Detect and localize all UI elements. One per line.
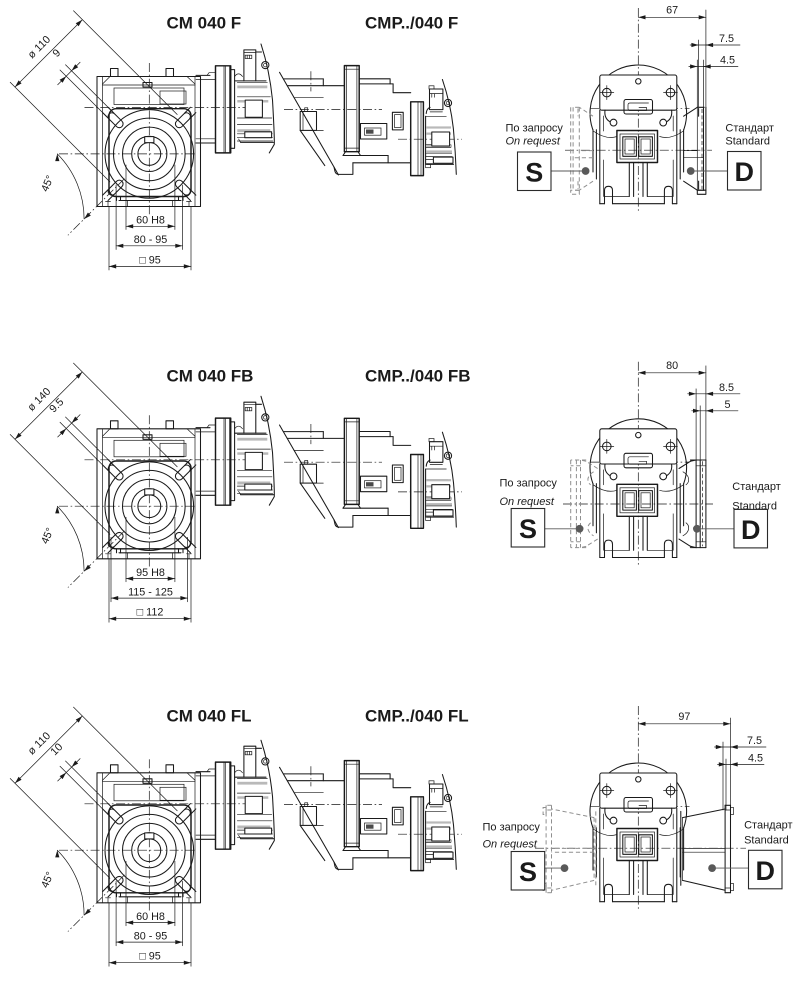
rear-dim-pilot: 5 [724,399,730,411]
front-dim-angle: 45° [39,174,56,194]
row-fl: CM 040 FL CMP../040 FL 60 H8 80 - 95 □ 95 ø 1… [9,706,793,967]
front-dim-bolt-circle: ø 110 [26,34,53,61]
front-dim-bore: 60 H8 [136,215,165,227]
standard-flange-drawing [683,106,707,195]
request-label-en: On request [506,136,561,148]
request-flange-drawing [570,459,598,549]
row-fb: CM 040 FB CMP../040 FB 95 H8 115 - 125 □ 112… [9,360,781,623]
row-f: CM 040 F CMP../040 F 60 H8 80 - 95 □ 95 ø 110… [9,5,774,271]
front-dim-square: □ 95 [139,254,161,266]
request-label-en: On request [483,839,538,851]
request-label-en: On request [500,496,555,508]
standard-label-en: Standard [744,834,789,846]
standard-label-en: Standard [732,500,777,512]
rear-dim-offset: 80 [666,360,678,372]
front-dim-angle: 45° [39,526,56,546]
cmp-title: CMP../040 FL [365,707,469,726]
front-dim-bolt-circle: ø 110 [26,730,53,757]
front-dim-slot-width: 10 [48,741,65,758]
rear-dim-pilot: 4.5 [748,753,763,765]
standard-label-ru: Стандарт [744,820,793,832]
front-dim-range: 80 - 95 [134,234,168,246]
front-dim-range: 80 - 95 [134,930,168,942]
front-dim-square: □ 112 [137,607,164,619]
rear-dim-thickness: 7.5 [719,33,734,45]
brand-logo-icon [623,796,654,813]
brand-logo-icon [623,452,654,469]
cmp-side-view [278,759,462,872]
request-code: S [519,857,537,887]
cm-title: CM 040 F [167,14,242,33]
request-code: S [525,158,543,188]
standard-code: D [735,157,755,187]
front-dim-square: □ 95 [139,951,161,963]
request-label-ru: По запросу [506,123,564,135]
cmp-title: CMP../040 FB [365,367,471,386]
standard-flange-drawing [678,459,707,549]
cmp-side-view [278,417,462,530]
front-dim-slot-width: 9 [51,47,64,60]
request-flange-drawing [542,804,597,894]
cm-side-stub [195,43,275,154]
rear-dim-thickness: 7.5 [747,735,762,747]
cm-title: CM 040 FL [167,707,252,726]
front-dim-bore: 95 H8 [136,567,165,579]
request-code: S [519,514,537,544]
cm-side-stub [195,395,275,506]
standard-label-en: Standard [725,136,770,148]
rear-dim-offset: 97 [678,711,690,723]
rear-dim-offset: 67 [666,5,678,17]
front-dim-range: 115 - 125 [128,586,173,598]
standard-code: D [741,515,761,545]
standard-label-ru: Стандарт [732,481,781,493]
request-label-ru: По запросу [500,478,558,490]
rear-dim-thickness: 8.5 [719,382,734,394]
cm-title: CM 040 FB [167,367,254,386]
standard-flange-drawing [680,804,734,894]
cmp-side-view [278,64,462,177]
front-dim-slot-width: 9.5 [47,396,66,415]
standard-code: D [756,856,776,886]
request-flange-drawing [570,106,594,195]
brand-logo-icon [623,98,654,115]
cm-side-stub [195,739,275,850]
front-dim-bore: 60 H8 [136,911,165,923]
request-label-ru: По запросу [483,821,541,833]
front-dim-angle: 45° [39,870,56,890]
rear-dim-pilot: 4.5 [720,55,735,67]
standard-label-ru: Стандарт [725,123,774,135]
cmp-title: CMP../040 F [365,14,458,33]
